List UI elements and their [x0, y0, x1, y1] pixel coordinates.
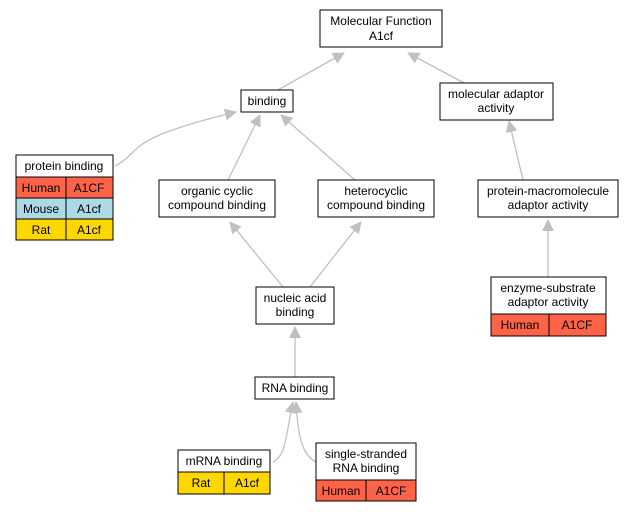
- enzyme-substrate-row-human-gene-cell: [548, 313, 607, 337]
- node-pm-adaptor-label-line1: protein-macromolecule: [487, 184, 609, 198]
- enzyme-substrate-row-human-species: Human: [501, 318, 540, 332]
- node-organic-cyclic-compound-binding[interactable]: organic cyclic compound binding: [158, 179, 276, 218]
- enzyme-substrate-row-human-gene: A1CF: [562, 318, 593, 332]
- node-molecular-adaptor-activity[interactable]: molecular adaptor activity: [439, 82, 554, 121]
- node-pm-adaptor-label-line2: adaptor activity: [508, 198, 589, 212]
- ss-rna-row-human-gene: A1CF: [376, 484, 407, 498]
- ss-rna-row-human-species: Human: [322, 484, 361, 498]
- node-enzyme-substrate-label-line2: adaptor activity: [508, 295, 589, 309]
- node-protein-macromolecule-adaptor-activity[interactable]: protein-macromolecule adaptor activity: [477, 179, 619, 218]
- protein-binding-row-rat-gene: A1cf: [77, 223, 102, 237]
- protein-binding-row-human-gene: A1CF: [74, 181, 105, 195]
- node-molecular-function-label-line2: A1cf: [369, 29, 394, 43]
- node-molecular-adaptor-label-line2: activity: [478, 101, 515, 115]
- node-ss-rna-label-line1: single-stranded: [325, 447, 407, 461]
- node-rna-binding[interactable]: RNA binding: [254, 376, 335, 400]
- node-nucleic-acid-binding[interactable]: nucleic acid binding: [255, 286, 335, 325]
- mrna-binding-row-rat-species: Rat: [192, 476, 211, 490]
- node-enzyme-substrate-adaptor-activity[interactable]: enzyme-substrate adaptor activity Human …: [490, 276, 607, 337]
- node-heterocyclic-label-line1: heterocyclic: [344, 184, 407, 198]
- protein-binding-row-mouse-gene: A1cf: [77, 202, 102, 216]
- edge-organic-cyclic-to-binding: [227, 114, 261, 181]
- node-molecular-function[interactable]: Molecular Function A1cf: [319, 9, 443, 48]
- mrna-binding-row-rat-gene-cell: [223, 471, 271, 495]
- edge-nucleic-acid-to-heterocyclic: [309, 221, 362, 288]
- node-heterocyclic-label-line2: compound binding: [327, 198, 425, 212]
- edge-protein-binding-to-binding: [114, 108, 237, 167]
- node-molecular-function-label-line1: Molecular Function: [330, 14, 431, 28]
- protein-binding-row-rat-species: Rat: [32, 223, 51, 237]
- edge-mol-adaptor-to-mf: [407, 52, 467, 85]
- node-organic-cyclic-label-line2: compound binding: [168, 198, 266, 212]
- node-binding-label: binding: [248, 94, 287, 108]
- protein-binding-row-mouse-species: Mouse: [23, 202, 59, 216]
- node-ss-rna-label-line2: RNA binding: [333, 461, 400, 475]
- edge-binding-to-mf: [275, 52, 345, 92]
- node-organic-cyclic-label-line1: organic cyclic: [181, 184, 253, 198]
- edges: [114, 52, 554, 463]
- node-protein-binding[interactable]: protein binding Human A1CF Mouse A1cf Ra…: [15, 154, 114, 241]
- edge-mrna-binding-to-rna-binding: [272, 401, 297, 463]
- node-molecular-adaptor-label-line1: molecular adaptor: [448, 87, 544, 101]
- node-protein-binding-label: protein binding: [25, 159, 104, 173]
- node-single-stranded-rna-binding[interactable]: single-stranded RNA binding Human A1CF: [315, 442, 417, 502]
- node-heterocyclic-compound-binding[interactable]: heterocyclic compound binding: [317, 179, 435, 218]
- ss-rna-row-human-gene-cell: [365, 479, 417, 502]
- edge-heterocyclic-to-binding: [280, 114, 356, 181]
- edge-ss-rna-to-rna-binding: [290, 401, 317, 463]
- node-mrna-binding-label: mRNA binding: [186, 454, 263, 468]
- mrna-binding-row-rat-gene: A1cf: [235, 476, 260, 490]
- node-rna-binding-label: RNA binding: [262, 381, 329, 395]
- node-nucleic-acid-label-line2: binding: [276, 305, 315, 319]
- protein-binding-row-human-species: Human: [22, 181, 61, 195]
- node-binding[interactable]: binding: [240, 89, 294, 113]
- edge-pm-adaptor-to-mol-adaptor: [505, 120, 524, 181]
- node-enzyme-substrate-label-line1: enzyme-substrate: [500, 281, 596, 295]
- node-nucleic-acid-label-line1: nucleic acid: [264, 291, 327, 305]
- node-mrna-binding[interactable]: mRNA binding Rat A1cf: [177, 449, 271, 495]
- protein-binding-row-rat-gene-cell: [65, 218, 114, 241]
- edge-nucleic-acid-to-organic-cyclic: [229, 221, 284, 288]
